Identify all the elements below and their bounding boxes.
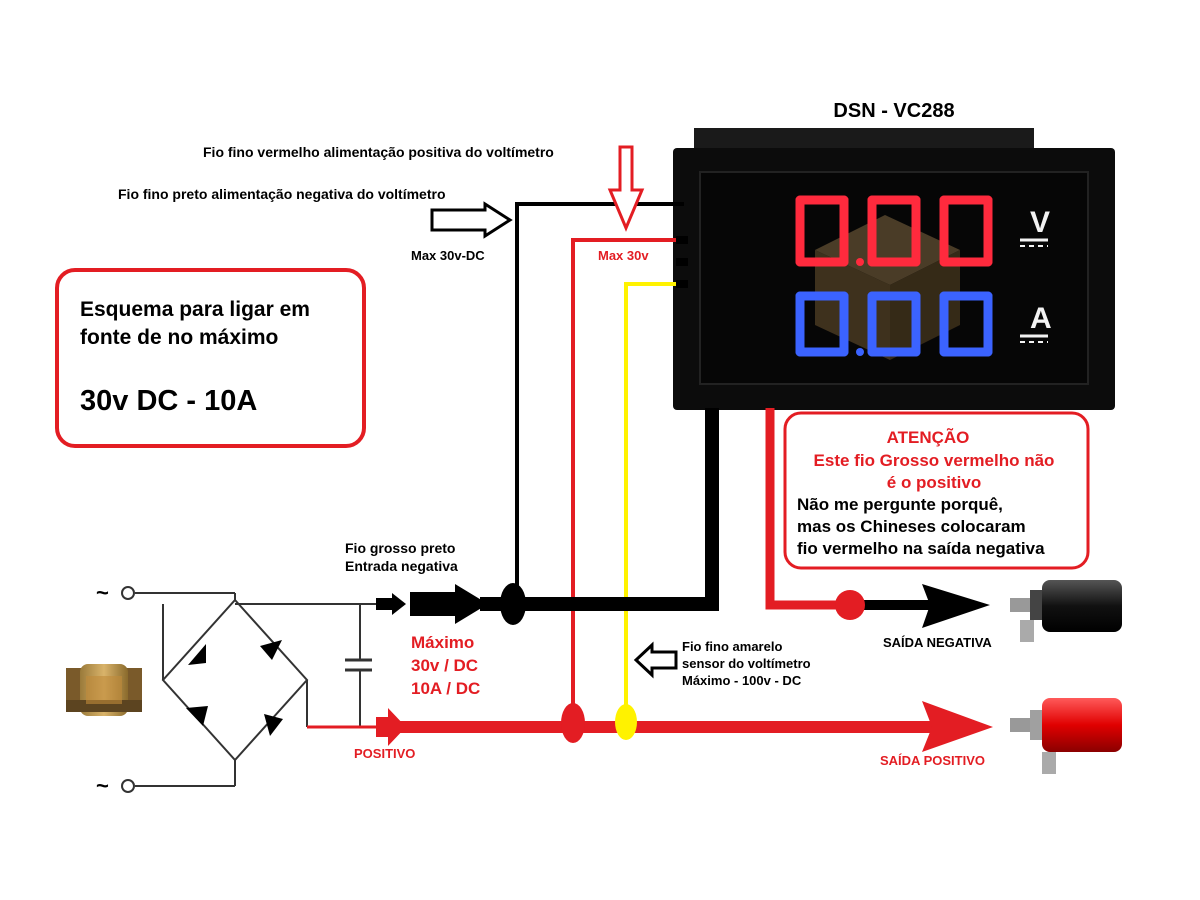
yellow-wire-junction <box>615 704 637 740</box>
volt-unit-label: V <box>1030 206 1050 239</box>
ac-symbol-top: ~ <box>96 580 109 605</box>
positive-label: POSITIVO <box>354 746 415 761</box>
yellow-wire-label-line1: Fio fino amarelo <box>682 639 782 654</box>
warning-line5: fio vermelho na saída negativa <box>797 539 1045 558</box>
thin-black-wire-label: Fio fino preto alimentação negativa do v… <box>118 186 446 202</box>
positive-input-arrow <box>376 708 406 746</box>
yellow-left-arrow-icon <box>633 641 678 679</box>
black-wire-junction <box>500 583 526 625</box>
negative-input-arrow <box>410 584 488 624</box>
bridge-rectifier <box>135 592 378 787</box>
voltage-display <box>795 195 993 267</box>
red-black-junction <box>835 590 865 620</box>
positive-terminal-post <box>1010 698 1122 774</box>
max-rating-line1: Máximo <box>411 633 474 652</box>
ac-terminal <box>121 586 135 600</box>
device-top-lip <box>694 128 1034 150</box>
positive-output-arrow <box>922 701 993 752</box>
info-box <box>55 268 366 448</box>
warning-line2: é o positivo <box>887 473 981 492</box>
red-down-arrow-icon <box>607 145 645 232</box>
thick-black-label-line2: Entrada negativa <box>345 558 458 574</box>
yellow-wire-label-line3: Máximo - 100v - DC <box>682 673 802 688</box>
current-display <box>795 291 993 357</box>
voltmeter-device <box>673 128 1115 410</box>
info-box-line2: fonte de no máximo <box>80 326 278 349</box>
output-negative-label: SAÍDA NEGATIVA <box>883 635 992 650</box>
connector-stub <box>676 236 688 244</box>
thin-black-wire <box>515 202 684 600</box>
warning-box <box>783 411 1090 570</box>
amp-unit-label: A <box>1030 302 1052 335</box>
negative-output-arrow <box>922 584 990 628</box>
max-30v-dc-label: Max 30v-DC <box>411 248 485 263</box>
max-30v-label: Max 30v <box>598 248 649 263</box>
transformer-icon <box>66 664 142 716</box>
warning-title: ATENÇÃO <box>887 427 970 447</box>
input-arrow-head <box>392 593 406 615</box>
decimal-point <box>856 258 864 266</box>
input-arrow-tail <box>376 598 394 610</box>
decimal-point <box>856 348 864 356</box>
thick-black-label-line1: Fio grosso preto <box>345 540 455 556</box>
warning-line3: Não me pergunte porquê, <box>797 495 1003 514</box>
output-positive-label: SAÍDA POSITIVO <box>880 753 985 768</box>
black-right-arrow-icon <box>430 201 513 239</box>
max-rating-line2: 30v / DC <box>411 656 478 675</box>
connector-stub <box>676 280 688 288</box>
device-model-title: DSN - VC288 <box>833 100 954 122</box>
thick-black-wire <box>480 408 719 611</box>
negative-terminal-post <box>1010 580 1122 642</box>
ac-symbol-bottom: ~ <box>96 773 109 798</box>
max-rating-line3: 10A / DC <box>411 679 480 698</box>
warning-line4: mas os Chineses colocaram <box>797 517 1026 536</box>
yellow-wire-label-line2: sensor do voltímetro <box>682 656 811 671</box>
warning-line1: Este fio Grosso vermelho não <box>814 451 1055 470</box>
thick-red-wire <box>765 408 850 610</box>
connector-stub <box>676 258 688 266</box>
thin-red-wire <box>571 238 684 725</box>
red-wire-junction <box>561 703 585 743</box>
diode-icons <box>186 640 283 736</box>
info-box-spec: 30v DC - 10A <box>80 385 257 417</box>
thin-red-wire-label: Fio fino vermelho alimentação positiva d… <box>203 144 554 160</box>
ac-terminal <box>121 779 135 793</box>
thin-yellow-wire <box>624 282 684 725</box>
info-box-line1: Esquema para ligar em <box>80 298 310 321</box>
